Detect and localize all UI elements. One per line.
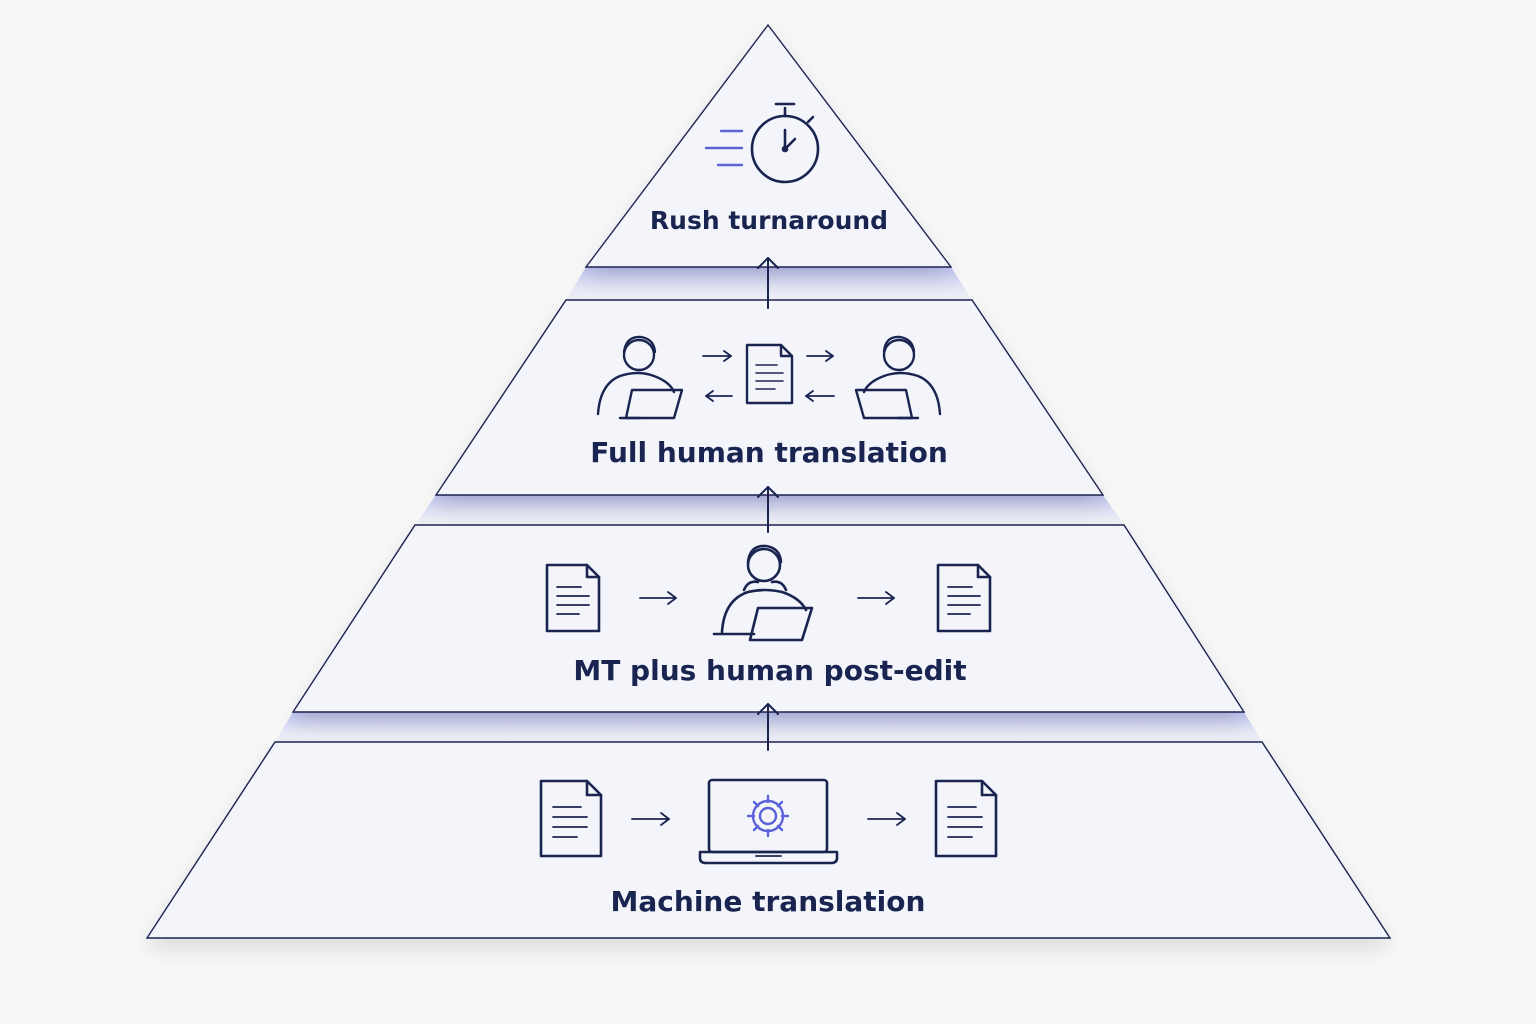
document-icon xyxy=(745,343,794,405)
person-with-laptop-icon xyxy=(854,335,942,420)
person-with-laptop-icon xyxy=(712,544,814,642)
tier-label-mt-post-edit: MT plus human post-edit xyxy=(573,654,966,687)
connector-arrows xyxy=(757,257,779,751)
arrow-right-icon xyxy=(631,812,670,826)
arrow-right-icon xyxy=(867,812,906,826)
arrow-right-icon xyxy=(639,591,677,605)
exchange-arrows-icon xyxy=(702,350,835,402)
tier-label-rush: Rush turnaround xyxy=(650,206,888,235)
tier-mt-post-edit-shape xyxy=(291,524,1246,713)
gear-icon xyxy=(746,794,790,838)
tier-full-human-shape xyxy=(434,299,1105,496)
tier-rush-turnaround: Rush turnaround xyxy=(584,23,953,268)
arrow-up-icon xyxy=(757,257,779,309)
tier-label-full-human: Full human translation xyxy=(590,436,948,469)
document-icon xyxy=(934,779,998,858)
document-icon xyxy=(539,779,603,858)
arrow-up-icon xyxy=(757,486,779,533)
arrow-right-icon xyxy=(857,591,895,605)
document-icon xyxy=(936,563,992,633)
speed-lines-icon xyxy=(704,129,744,167)
tier-full-human-translation: Full human translation xyxy=(434,299,1105,496)
document-icon xyxy=(545,563,601,633)
glow-band-2 xyxy=(415,495,1124,525)
tier-machine-shape xyxy=(145,741,1392,939)
tier-mt-post-edit: MT plus human post-edit xyxy=(291,524,1246,713)
stopwatch-icon xyxy=(750,102,820,184)
arrow-up-icon xyxy=(757,703,779,751)
person-with-laptop-icon xyxy=(596,335,684,420)
tier-machine-translation: Machine translation xyxy=(145,741,1392,939)
tier-label-machine: Machine translation xyxy=(611,885,926,918)
laptop-gear-icon xyxy=(698,778,839,865)
